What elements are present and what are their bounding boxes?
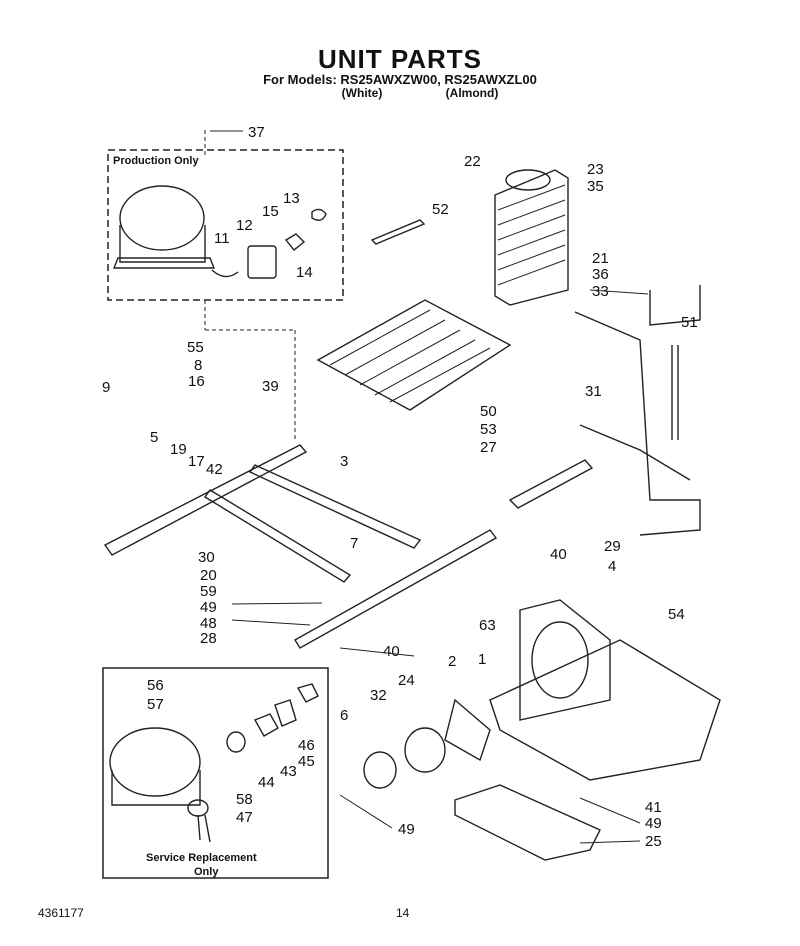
callout-44: 44 — [258, 774, 275, 791]
callout-31: 31 — [585, 383, 602, 400]
callout-8: 8 — [194, 357, 202, 374]
refrigerant-tubing — [574, 285, 701, 536]
callout-1: 1 — [478, 651, 486, 668]
callout-57: 57 — [147, 696, 164, 713]
relay-assembly — [211, 208, 327, 279]
callout-20: 20 — [200, 567, 217, 584]
service-relay-parts — [226, 683, 319, 753]
models-line: For Models: RS25AWXZW00, RS25AWXZL00 — [263, 72, 537, 87]
service-replacement-box — [102, 667, 329, 879]
callout-13: 13 — [283, 190, 300, 207]
callout-4: 4 — [608, 558, 616, 575]
callout-32: 32 — [370, 687, 387, 704]
callout-24: 24 — [398, 672, 415, 689]
callout-39: 39 — [262, 378, 279, 395]
callout-48: 48 — [200, 615, 217, 632]
callout-54: 54 — [668, 606, 685, 623]
callout-59: 59 — [200, 583, 217, 600]
callout-7: 7 — [350, 535, 358, 552]
callout-45: 45 — [298, 753, 315, 770]
callout-16: 16 — [188, 373, 205, 390]
callout-9: 9 — [102, 379, 110, 396]
base-frame — [103, 444, 498, 649]
condenser-coil — [316, 299, 512, 411]
evaporator-coil — [494, 169, 569, 306]
service-label-line1: Service Replacement — [146, 852, 257, 864]
callout-63: 63 — [479, 617, 496, 634]
callout-56: 56 — [147, 677, 164, 694]
fan-bracket — [519, 599, 611, 721]
drain-pan — [454, 784, 601, 861]
color-variants: (White) (Almond) — [0, 86, 800, 100]
heater-tube — [370, 219, 426, 245]
callout-52: 52 — [432, 201, 449, 218]
document-number: 4361177 — [38, 906, 84, 920]
page-title: UNIT PARTS — [317, 44, 483, 74]
callout-50: 50 — [480, 403, 497, 420]
callout-19: 19 — [170, 441, 187, 458]
callout-42: 42 — [206, 461, 223, 478]
callout-33: 33 — [592, 283, 609, 300]
callout-47: 47 — [236, 809, 253, 826]
compressor-service — [109, 727, 211, 843]
service-label-line2: Only — [194, 866, 219, 878]
callout-30: 30 — [198, 549, 215, 566]
callout-17: 17 — [188, 453, 205, 470]
compressor-production — [112, 185, 216, 269]
filter-drier — [508, 459, 594, 509]
callout-27: 27 — [480, 439, 497, 456]
callout-23: 23 — [587, 161, 604, 178]
production-only-box — [107, 149, 344, 301]
callout-40a: 40 — [550, 546, 567, 563]
callout-21: 21 — [592, 250, 609, 267]
callout-11: 11 — [214, 230, 230, 247]
callout-12: 12 — [236, 217, 253, 234]
base-pan — [489, 639, 721, 781]
callout-41: 41 — [645, 799, 662, 816]
page-number: 14 — [396, 906, 410, 920]
callout-37: 37 — [248, 124, 265, 141]
callout-5: 5 — [150, 429, 158, 446]
callout-35: 35 — [587, 178, 604, 195]
callout-43: 43 — [280, 763, 297, 780]
callout-28: 28 — [200, 630, 217, 647]
callout-6: 6 — [340, 707, 348, 724]
callout-55: 55 — [187, 339, 204, 356]
callout-49c: 49 — [645, 815, 662, 832]
callout-3: 3 — [340, 453, 348, 470]
callout-25: 25 — [645, 833, 662, 850]
fan-motor — [363, 698, 491, 789]
callout-22: 22 — [464, 153, 481, 170]
callout-49b: 49 — [398, 821, 415, 838]
callout-40b: 40 — [383, 643, 400, 660]
production-only-label: Production Only — [113, 155, 199, 167]
callout-58: 58 — [236, 791, 253, 808]
callout-29: 29 — [604, 538, 621, 555]
callout-15: 15 — [262, 203, 279, 220]
callout-labels: 37 22 23 35 13 15 12 11 14 52 21 36 33 5… — [102, 124, 698, 850]
callout-2: 2 — [448, 653, 456, 670]
callout-53: 53 — [480, 421, 497, 438]
callout-36: 36 — [592, 266, 609, 283]
callout-14: 14 — [296, 264, 313, 281]
variant-almond: (Almond) — [445, 86, 499, 100]
callout-51: 51 — [681, 314, 698, 331]
variant-white: (White) — [341, 86, 383, 100]
leader-lines — [231, 289, 649, 844]
callout-49a: 49 — [200, 599, 217, 616]
callout-46: 46 — [298, 737, 315, 754]
